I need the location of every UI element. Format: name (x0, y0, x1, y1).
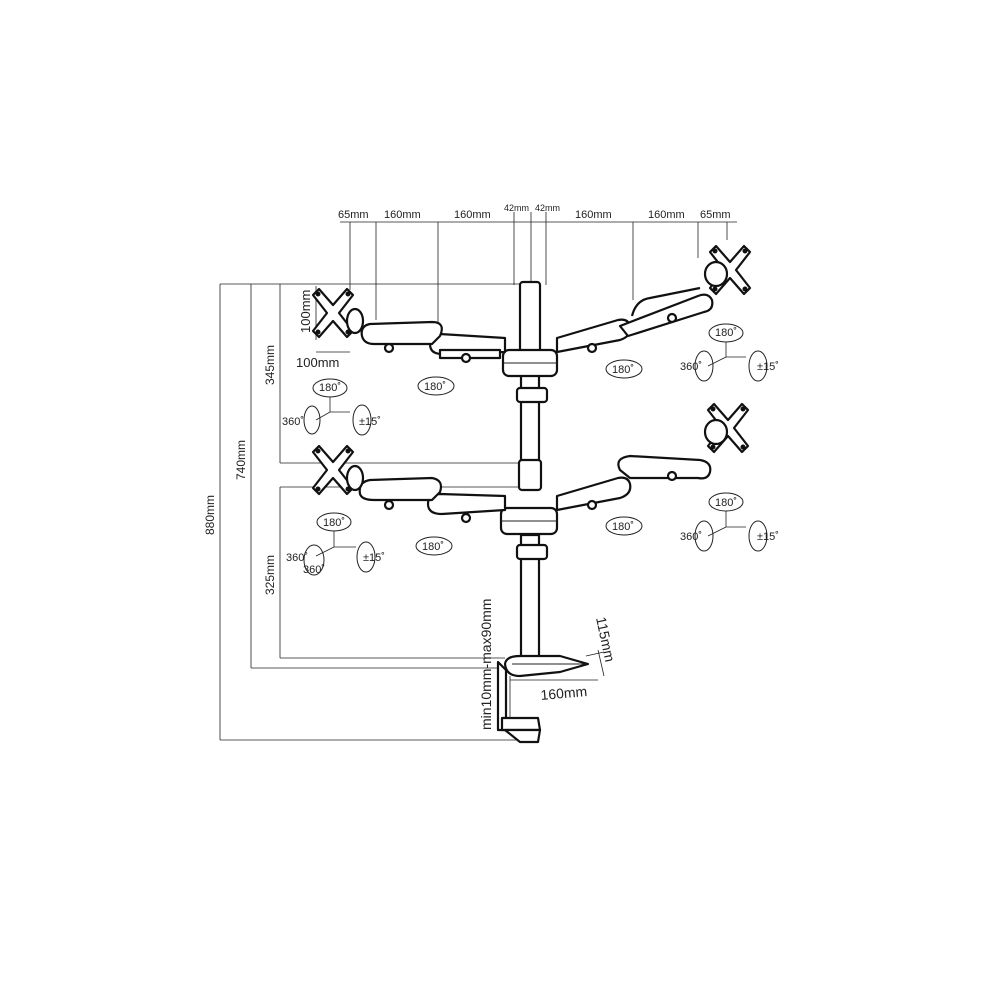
dim-label-160mm-1: 160mm (384, 209, 421, 221)
top-dimension-lines (340, 212, 737, 325)
arm-swivel-label-2: 180˚ (612, 364, 634, 376)
rotation-symbol-upper-right (694, 323, 768, 382)
tilt-label-upper-right: 180˚ (715, 327, 737, 339)
dim-label-325mm: 325mm (263, 555, 277, 595)
base-dimension-lines (510, 649, 605, 681)
swivel-label-upper-right: 360˚ (680, 361, 702, 373)
dim-label-42mm-left: 42mm (504, 203, 529, 213)
clamp-range-label: min10mm-max90mm (478, 599, 494, 730)
lower-hub (499, 506, 559, 536)
vesa-plate-lower-right (703, 402, 750, 454)
dim-label-65mm-right: 65mm (700, 209, 731, 221)
dim-label-345mm: 345mm (263, 345, 277, 385)
swivel-label-lower-right: 360˚ (680, 531, 702, 543)
upper-hub (501, 348, 559, 378)
vesa-plate-upper-right (703, 244, 752, 296)
dim-label-65mm-left: 65mm (338, 209, 369, 221)
vesa-plate-upper-left (311, 287, 365, 339)
rotation-symbol-lower-left (303, 512, 376, 576)
rotation-symbol-upper-left (303, 378, 372, 436)
pivot-label-lower-left: ±15˚ (363, 552, 385, 564)
dim-label-740mm: 740mm (234, 440, 248, 480)
arm-upper-right (555, 286, 714, 354)
tilt-label-lower-left: 180˚ (323, 517, 345, 529)
arm-lower-left (358, 476, 507, 524)
dim-label-880mm: 880mm (203, 495, 217, 535)
dim-label-160mm-2: 160mm (454, 209, 491, 221)
dim-label-42mm-right: 42mm (535, 203, 560, 213)
vesa-plate-lower-left (311, 444, 365, 496)
tilt-label-lower-right: 180˚ (715, 497, 737, 509)
arm-swivel-label-1: 180˚ (424, 381, 446, 393)
arm-swivel-label-3: 180˚ (422, 541, 444, 553)
dim-label-160mm-3: 160mm (575, 209, 612, 221)
swivel-label-lower-left-1: 360˚ (286, 552, 308, 564)
desk-clamp-base (496, 654, 590, 744)
center-pole (515, 280, 549, 665)
base-width-label: 160mm (540, 683, 588, 703)
tilt-label-upper-left: 180˚ (319, 382, 341, 394)
pivot-label-upper-left: ±15˚ (359, 416, 381, 428)
base-depth-label: 115mm (593, 615, 618, 663)
pivot-label-lower-right: ±15˚ (757, 531, 779, 543)
rotation-symbol-lower-right (694, 492, 768, 552)
arm-swivel-badges (415, 359, 643, 556)
swivel-label-upper-left: 360˚ (282, 416, 304, 428)
vesa-width-label: 100mm (296, 355, 339, 370)
arm-swivel-label-4: 180˚ (612, 521, 634, 533)
arm-lower-right (555, 454, 712, 512)
dim-label-160mm-4: 160mm (648, 209, 685, 221)
vesa-height-label: 100mm (298, 290, 313, 333)
swivel-label-lower-left-2: 360˚ (303, 564, 325, 576)
pivot-label-upper-right: ±15˚ (757, 361, 779, 373)
arm-upper-left (360, 320, 507, 364)
